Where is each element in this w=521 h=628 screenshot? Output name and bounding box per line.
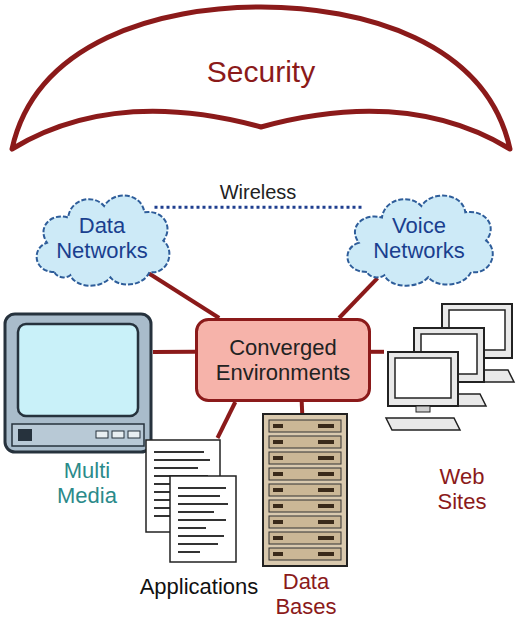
monitor-icon-part: [5, 314, 151, 452]
node-label: Web Sites: [426, 464, 498, 515]
monitor-icon-part: [18, 429, 32, 441]
server-icon-part: [269, 436, 341, 448]
server-icon-part: [269, 452, 341, 464]
node-label: Applications: [129, 574, 269, 599]
box-rect: [197, 320, 370, 401]
server-icon-part: [273, 424, 283, 428]
server-icon-part: [269, 420, 341, 432]
server-icon-part: [318, 536, 334, 540]
monitor-icon-part: [128, 431, 140, 438]
server-icon-part: [318, 456, 334, 460]
server-icon-part: [273, 552, 283, 556]
server-icon-part: [269, 468, 341, 480]
connector-line: [371, 350, 384, 354]
computer-icon-part: [386, 418, 460, 430]
server-icon-part: [273, 504, 283, 508]
computer-icon: [386, 352, 460, 430]
edge-label-holder: Wireless: [217, 181, 300, 204]
server-icon-part: [273, 472, 283, 476]
node-label: Data Bases: [264, 569, 348, 620]
document-icon-part: [178, 488, 228, 552]
edge-label: Wireless: [217, 181, 300, 204]
node-label: Data Networks: [41, 213, 163, 264]
network-cloud: Voice Networks: [338, 183, 500, 293]
connector-line: [300, 402, 305, 413]
server-icon-part: [273, 488, 283, 492]
connector-line: [149, 273, 220, 318]
network-cloud: Data Networks: [28, 183, 176, 293]
cloud-path: [37, 196, 170, 286]
monitor-icon-part: [12, 424, 144, 446]
node-label: Converged Environments: [208, 335, 358, 386]
database-node: Data Bases: [260, 413, 352, 625]
server-icon-part: [269, 548, 341, 560]
server-icon: [263, 414, 347, 566]
server-icon-part: [269, 532, 341, 544]
monitor-icon-part: [112, 431, 124, 438]
server-icon-part: [269, 484, 341, 496]
cloud-path: [347, 196, 492, 286]
server-icon-part: [318, 424, 334, 428]
server-icon-part: [273, 520, 283, 524]
monitor-icon-part: [96, 431, 108, 438]
server-icon-part: [269, 500, 341, 512]
computer-icon-part: [395, 358, 451, 398]
wireless-link: [155, 206, 362, 209]
monitor-icon: [5, 314, 151, 452]
node-label: Security: [207, 55, 315, 90]
server-icon-part: [318, 504, 334, 508]
server-icon-part: [273, 456, 283, 460]
server-icon-part: [318, 520, 334, 524]
security-umbrella: Security: [8, 3, 514, 155]
server-icon-part: [269, 516, 341, 528]
server-icon-part: [318, 472, 334, 476]
server-icon-part: [273, 536, 283, 540]
web-node: Web Sites: [384, 302, 516, 520]
node-label: Voice Networks: [351, 213, 487, 264]
computer-icon-part: [416, 406, 430, 412]
server-icon-part: [263, 414, 347, 566]
server-icon-part: [318, 488, 334, 492]
applications-node: Applications: [128, 438, 270, 610]
umbrella-path: [12, 7, 510, 149]
connector-line: [339, 278, 377, 318]
hub-box: Converged Environments: [195, 318, 371, 402]
computer-icon-part: [388, 352, 458, 406]
server-icon-part: [318, 552, 334, 556]
node-label: Multi Media: [45, 458, 129, 509]
monitor-icon-part: [18, 324, 138, 416]
server-icon-part: [273, 440, 283, 444]
media-node: Multi Media: [3, 312, 153, 530]
connector-line: [153, 350, 195, 354]
connector-line: [218, 402, 236, 438]
document-icon: [146, 440, 236, 562]
document-icon-part: [170, 476, 236, 562]
server-icon-part: [318, 440, 334, 444]
